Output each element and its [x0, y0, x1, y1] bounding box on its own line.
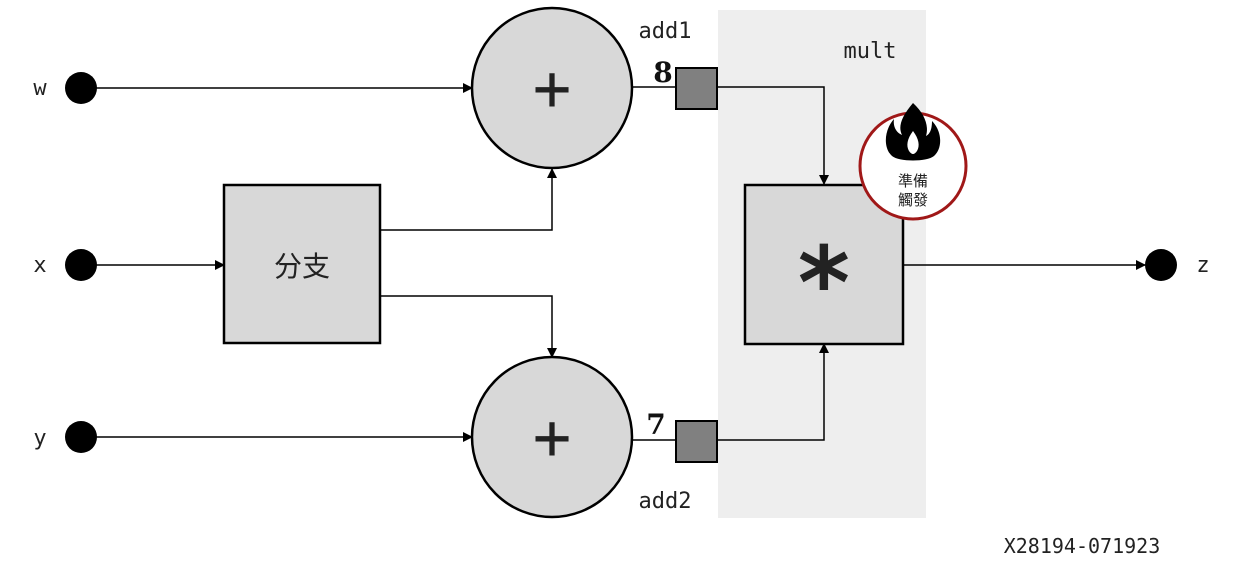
add1-symbol: +	[533, 52, 572, 126]
label-y: y	[33, 426, 46, 451]
status-badge: 準備 觸發	[858, 103, 968, 221]
add2-latency: 7	[646, 408, 665, 441]
add1-register	[675, 67, 718, 110]
port-y	[65, 421, 97, 453]
flame-inner	[907, 131, 919, 154]
badge-line2: 觸發	[898, 191, 928, 209]
add2-symbol: +	[533, 401, 572, 475]
port-x	[65, 249, 97, 281]
figure-id: X28194-071923	[1004, 534, 1161, 558]
label-z: z	[1196, 253, 1209, 278]
label-x: x	[33, 253, 46, 278]
add2-node	[470, 355, 634, 519]
badge-line1: 準備	[898, 172, 928, 190]
wire-branch-to-add2	[380, 295, 557, 358]
mult-node	[743, 183, 905, 346]
port-z	[1145, 249, 1177, 281]
port-w	[65, 72, 97, 104]
add1-node	[470, 6, 634, 170]
mult-name: mult	[844, 39, 897, 64]
wire-reg1-to-mult	[717, 86, 829, 185]
add1-latency: 8	[653, 56, 672, 89]
add2-register	[675, 420, 718, 463]
add2-name: add2	[639, 489, 692, 514]
mult-symbol: *	[794, 225, 854, 342]
label-w: w	[33, 76, 47, 101]
wires	[82, 83, 1146, 442]
wire-reg2-to-mult	[717, 343, 829, 441]
branch-label: 分支	[274, 250, 330, 283]
add1-name: add1	[639, 19, 692, 44]
wire-branch-to-add1	[380, 168, 557, 231]
branch-node	[222, 183, 382, 345]
